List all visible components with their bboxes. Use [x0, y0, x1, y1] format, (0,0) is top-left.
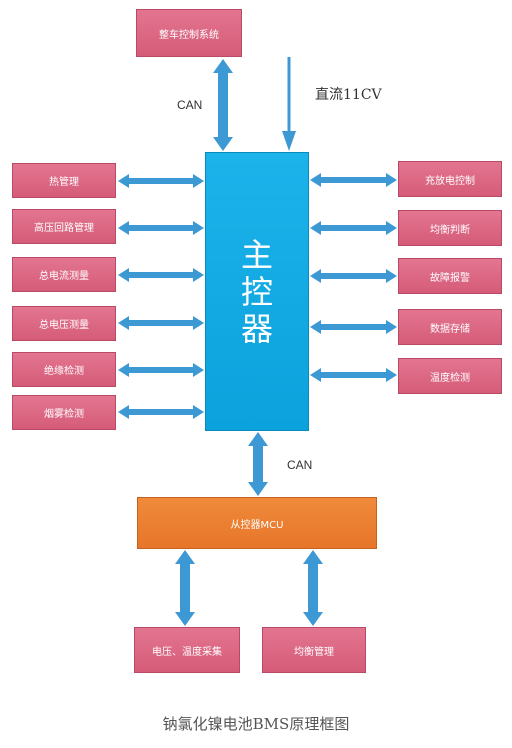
bottom-box-label: 电压、温度采集	[152, 646, 222, 658]
right-connector-arrow	[310, 269, 397, 283]
left-connector-arrow	[118, 405, 204, 419]
power-input-arrow	[282, 57, 296, 151]
left-connector-arrow	[118, 174, 204, 188]
main-controller-char: 主	[240, 236, 273, 274]
right-box-temperature: 温度检测	[398, 358, 502, 394]
left-connector-arrow	[118, 316, 204, 330]
right-box-label: 均衡判断	[430, 224, 470, 236]
right-box-charge-control: 充放电控制	[398, 161, 502, 197]
vehicle-control-system-label: 整车控制系统	[159, 29, 219, 41]
right-box-label: 数据存储	[430, 323, 470, 335]
right-box-label: 温度检测	[430, 372, 470, 384]
left-connector-arrow	[118, 221, 204, 235]
left-box-hv-circuit: 高压回路管理	[12, 209, 116, 244]
left-box-smoke: 烟雾检测	[12, 395, 116, 430]
main-controller-char: 器	[240, 310, 273, 348]
main-controller-box: 主 控 器	[205, 152, 309, 431]
right-box-label: 故障报警	[430, 272, 470, 284]
can-bottom-label: CAN	[287, 458, 313, 472]
right-connector-arrow	[310, 173, 397, 187]
slave-controller-box: 从控器MCU	[137, 497, 377, 549]
right-box-label: 充放电控制	[425, 175, 475, 187]
diagram-caption: 钠氯化镍电池BMS原理框图	[162, 715, 350, 733]
bottom-box-balance-management: 均衡管理	[262, 627, 366, 673]
left-box-thermal: 热管理	[12, 163, 116, 198]
right-box-fault-alarm: 故障报警	[398, 258, 502, 294]
bottom-box-label: 均衡管理	[294, 646, 334, 658]
left-box-label: 绝缘检测	[44, 366, 84, 377]
left-box-label: 烟雾检测	[44, 409, 84, 420]
slave-controller-label: 从控器MCU	[230, 519, 284, 531]
main-controller-label: 主 控 器	[206, 237, 308, 348]
left-box-voltage: 总电压测量	[12, 306, 116, 341]
slave-to-acquisition-arrow	[175, 550, 195, 626]
left-box-current: 总电流测量	[12, 257, 116, 292]
vehicle-control-system-box: 整车控制系统	[136, 9, 242, 57]
right-box-data-storage: 数据存储	[398, 309, 502, 345]
can-top-label: CAN	[177, 98, 203, 112]
left-box-label: 高压回路管理	[34, 223, 94, 234]
power-input-label: 直流11CV	[315, 87, 382, 103]
left-box-label: 总电流测量	[39, 271, 89, 282]
main-controller-char: 控	[240, 273, 273, 311]
can-bottom-arrow	[248, 432, 268, 496]
right-connector-arrow	[310, 368, 397, 382]
right-box-balance-judge: 均衡判断	[398, 210, 502, 246]
bottom-box-acquisition: 电压、温度采集	[134, 627, 240, 673]
left-connector-arrow	[118, 363, 204, 377]
right-connector-arrow	[310, 320, 397, 334]
can-top-arrow	[213, 59, 233, 151]
right-connector-arrow	[310, 221, 397, 235]
left-connector-arrow	[118, 268, 204, 282]
left-box-label: 热管理	[49, 177, 79, 188]
left-box-insulation: 绝缘检测	[12, 352, 116, 387]
left-box-label: 总电压测量	[39, 320, 89, 331]
slave-to-balance-arrow	[303, 550, 323, 626]
